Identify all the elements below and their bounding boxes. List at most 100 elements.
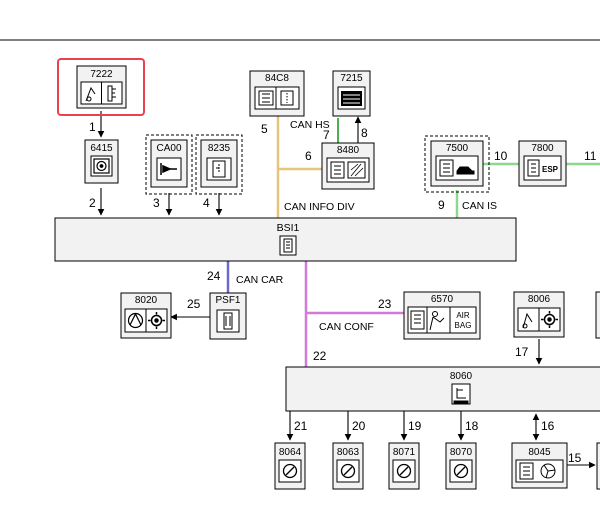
module-8045[interactable]: 8045 bbox=[511, 442, 568, 489]
module-8063-code: 8063 bbox=[337, 447, 360, 458]
fan-icon bbox=[93, 158, 110, 174]
bsi-unit-icon bbox=[279, 235, 297, 256]
can-conf-bus bbox=[304, 261, 404, 367]
module-8071[interactable]: 8071 bbox=[388, 442, 420, 490]
module-8020[interactable]: 8020 bbox=[120, 292, 172, 339]
connection-numbers: 1 2 3 4 5 6 7 8 9 10 11 15 16 17 18 19 2… bbox=[89, 120, 597, 465]
module-8070[interactable]: 8070 bbox=[445, 442, 477, 490]
bus-label-can-car: CAN CAR bbox=[236, 274, 284, 286]
connection-24: 24 bbox=[207, 269, 221, 283]
module-6570[interactable]: 6570 AIR BAG bbox=[403, 291, 481, 340]
blower-gear-icon bbox=[541, 311, 558, 328]
module-6570-code: 6570 bbox=[431, 294, 454, 305]
module-8071-code: 8071 bbox=[393, 447, 416, 458]
module-8060[interactable]: 8060 bbox=[285, 366, 600, 412]
bus-label-can-is: CAN IS bbox=[462, 200, 497, 212]
actuator-motor-icon bbox=[340, 463, 356, 479]
module-8064-code: 8064 bbox=[279, 447, 302, 458]
module-7800[interactable]: 7800 ESP bbox=[518, 140, 567, 187]
bus-label-can-hs: CAN HS bbox=[290, 119, 330, 131]
esp-unit-icon bbox=[527, 159, 540, 177]
bus-label-can-info-div: CAN INFO DIV bbox=[284, 201, 355, 213]
connection-4: 4 bbox=[203, 196, 210, 210]
module-8070-code: 8070 bbox=[450, 447, 473, 458]
connection-10: 10 bbox=[494, 149, 508, 163]
can-info-div-bus bbox=[276, 116, 322, 218]
parking-assist-icon bbox=[439, 159, 475, 177]
esp-label: ESP bbox=[542, 165, 559, 174]
airbag-air-label: AIR bbox=[456, 311, 470, 320]
bus-labels: CAN HS CAN INFO DIV CAN IS CAN CAR CAN C… bbox=[236, 119, 497, 333]
connection-5: 5 bbox=[261, 122, 268, 136]
multifunction-display-icon bbox=[341, 91, 362, 106]
connection-18: 18 bbox=[465, 419, 479, 433]
module-8045-code: 8045 bbox=[528, 447, 551, 458]
module-partial-right-lower bbox=[596, 442, 600, 490]
actuator-motor-icon bbox=[282, 463, 298, 479]
module-partial-right-upper bbox=[595, 291, 600, 339]
module-8006-code: 8006 bbox=[528, 294, 551, 305]
connection-2: 2 bbox=[89, 196, 96, 210]
module-ca00[interactable]: CA00 bbox=[150, 139, 188, 188]
connection-20: 20 bbox=[352, 419, 366, 433]
connection-19: 19 bbox=[408, 419, 422, 433]
bus-label-can-conf: CAN CONF bbox=[319, 321, 374, 333]
connection-1: 1 bbox=[89, 120, 96, 134]
module-84c8-code: 84C8 bbox=[265, 73, 289, 84]
module-7800-code: 7800 bbox=[531, 143, 554, 154]
ecu-display-icon bbox=[258, 87, 294, 109]
connection-22: 22 bbox=[313, 349, 327, 363]
connection-11: 11 bbox=[584, 149, 597, 163]
actuator-motor-icon bbox=[396, 463, 412, 479]
module-6415[interactable]: 6415 bbox=[84, 139, 119, 184]
bsi1-central-unit[interactable]: BSI1 bbox=[54, 217, 517, 262]
door-switch-icon bbox=[212, 160, 226, 178]
connection-21: 21 bbox=[294, 419, 308, 433]
connection-3: 3 bbox=[153, 196, 160, 210]
module-7500-dashed-frame bbox=[424, 135, 490, 193]
blower-fan-icon bbox=[519, 462, 556, 480]
module-84c8[interactable]: 84C8 bbox=[249, 70, 305, 117]
airbag-module-icon bbox=[410, 307, 451, 333]
module-8006[interactable]: 8006 bbox=[513, 291, 565, 338]
fuse-box-icon bbox=[223, 312, 233, 330]
connection-6: 6 bbox=[305, 149, 312, 163]
module-8480-code: 8480 bbox=[337, 145, 360, 156]
module-7222[interactable]: 7222 bbox=[76, 65, 127, 109]
connection-7: 7 bbox=[323, 128, 330, 142]
module-psf1[interactable]: PSF1 bbox=[209, 292, 247, 340]
connection-9: 9 bbox=[438, 198, 445, 212]
module-8060-code: 8060 bbox=[450, 371, 473, 382]
module-7222-code: 7222 bbox=[90, 69, 113, 80]
module-6415-code: 6415 bbox=[90, 143, 113, 154]
key-lock-icon bbox=[160, 163, 177, 175]
module-8235[interactable]: 8235 bbox=[200, 139, 238, 188]
module-8064[interactable]: 8064 bbox=[274, 442, 306, 490]
connection-15: 15 bbox=[568, 451, 582, 465]
connection-25: 25 bbox=[187, 297, 201, 311]
module-8235-dashed-frame bbox=[195, 134, 243, 195]
module-7215-code: 7215 bbox=[340, 73, 363, 84]
connection-16: 16 bbox=[541, 419, 555, 433]
module-ca00-code: CA00 bbox=[156, 143, 181, 154]
module-ca00-dashed-frame bbox=[145, 134, 193, 195]
connection-8: 8 bbox=[361, 126, 368, 140]
connection-17: 17 bbox=[515, 345, 529, 359]
connection-23: 23 bbox=[378, 297, 392, 311]
module-7500[interactable]: 7500 bbox=[430, 140, 484, 187]
temperature-sensor-icon bbox=[522, 312, 533, 329]
climate-sensor-icon bbox=[85, 85, 116, 102]
module-8020-code: 8020 bbox=[135, 295, 158, 306]
module-7222-highlight bbox=[57, 58, 145, 116]
actuator-motor-icon bbox=[453, 463, 469, 479]
module-7500-code: 7500 bbox=[446, 143, 469, 154]
module-8480[interactable]: 8480 bbox=[321, 142, 375, 190]
module-7215[interactable]: 7215 bbox=[332, 70, 371, 117]
compressor-icon bbox=[127, 312, 144, 329]
airbag-bag-label: BAG bbox=[455, 321, 472, 330]
module-8063[interactable]: 8063 bbox=[332, 442, 364, 490]
gear-icon bbox=[148, 312, 165, 329]
climate-control-icon bbox=[451, 383, 471, 405]
bsi1-title: BSI1 bbox=[277, 222, 300, 234]
